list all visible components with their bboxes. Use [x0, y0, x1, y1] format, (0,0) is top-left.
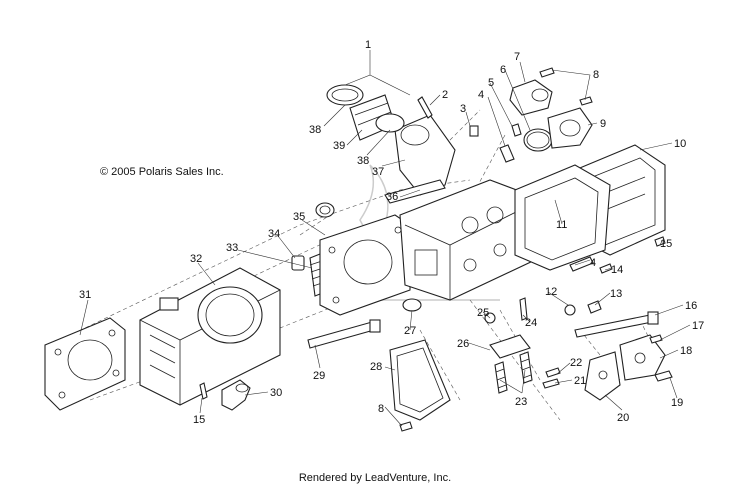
- callout-13: 13: [610, 288, 622, 300]
- callout-31: 31: [79, 289, 91, 301]
- callout-19: 19: [671, 397, 683, 409]
- callout-15: 15: [193, 414, 205, 426]
- copyright-notice: © 2005 Polaris Sales Inc.: [100, 166, 224, 178]
- cylinder-base-gasket: [44, 317, 126, 411]
- callout-37: 37: [372, 166, 384, 178]
- callout-34: 34: [268, 228, 280, 240]
- callout-21: 21: [574, 375, 586, 387]
- housing-bolts: [539, 67, 593, 106]
- footer-credit: Rendered by LeadVenture, Inc.: [298, 472, 452, 484]
- cylinder-stud: [307, 319, 381, 349]
- callout-6: 6: [500, 64, 506, 76]
- callout-36: 36: [386, 191, 398, 203]
- water-outlet-elbow: [509, 79, 553, 116]
- valve-cover-gasket: [514, 164, 611, 271]
- callout-38: 38: [309, 124, 321, 136]
- callout-11: 11: [556, 219, 567, 231]
- valve-springs: [494, 351, 533, 394]
- callout-26: 26: [457, 338, 469, 350]
- callout-17: 17: [692, 320, 704, 332]
- intake-clamp-upper: [326, 84, 364, 106]
- manifold-bolts: [417, 96, 479, 137]
- bracket-assembly: [584, 334, 673, 401]
- head-studs: [499, 123, 522, 163]
- callout-labels: 1 2 3 4 4 5 6 7 8 8 9 10 11 12 13 14 15 …: [79, 39, 704, 426]
- callout-16: 16: [685, 300, 697, 312]
- callout-2: 2: [442, 89, 448, 101]
- callout-39: 39: [333, 140, 345, 152]
- plate-and-bolts: [484, 297, 531, 359]
- callout-33: 33: [226, 242, 238, 254]
- callout-38: 38: [357, 155, 369, 167]
- callout-8: 8: [378, 403, 384, 415]
- callout-5: 5: [488, 77, 494, 89]
- dowel-pin: [291, 255, 305, 271]
- callout-1: 1: [365, 39, 371, 51]
- callout-20: 20: [617, 412, 629, 424]
- o-ring: [523, 128, 553, 152]
- cylinder-head-gasket: [319, 214, 411, 316]
- small-screws: [542, 367, 561, 389]
- callout-25: 25: [477, 307, 489, 319]
- long-bolt: [574, 311, 659, 338]
- callout-4: 4: [478, 89, 484, 101]
- water-inlet-fitting: [221, 379, 251, 411]
- callout-3: 3: [460, 103, 466, 115]
- callout-35: 35: [293, 211, 305, 223]
- thermostat-housing: [547, 107, 593, 149]
- callout-32: 32: [190, 253, 202, 265]
- callout-24: 24: [525, 317, 537, 329]
- cylinder-head: [399, 179, 536, 312]
- side-cover: [389, 339, 451, 421]
- callout-23: 23: [515, 396, 527, 408]
- callout-4: 4: [590, 257, 596, 269]
- callout-18: 18: [680, 345, 692, 357]
- head-seal-ring: [315, 202, 335, 218]
- misc-bolts: [199, 382, 413, 432]
- small-fasteners: [564, 236, 666, 316]
- callout-15: 15: [660, 238, 672, 250]
- callout-28: 28: [370, 361, 382, 373]
- callout-8: 8: [593, 69, 599, 81]
- callout-7: 7: [514, 51, 520, 63]
- callout-27: 27: [404, 325, 416, 337]
- callout-30: 30: [270, 387, 282, 399]
- callout-10: 10: [674, 138, 686, 150]
- callout-22: 22: [570, 357, 582, 369]
- callout-12: 12: [545, 286, 557, 298]
- leader-lines: [79, 50, 691, 427]
- callout-14: 14: [611, 264, 623, 276]
- intake-clamp-lower: [375, 113, 405, 133]
- cylinder-block: [139, 267, 281, 406]
- callout-9: 9: [600, 118, 606, 130]
- callout-29: 29: [313, 370, 325, 382]
